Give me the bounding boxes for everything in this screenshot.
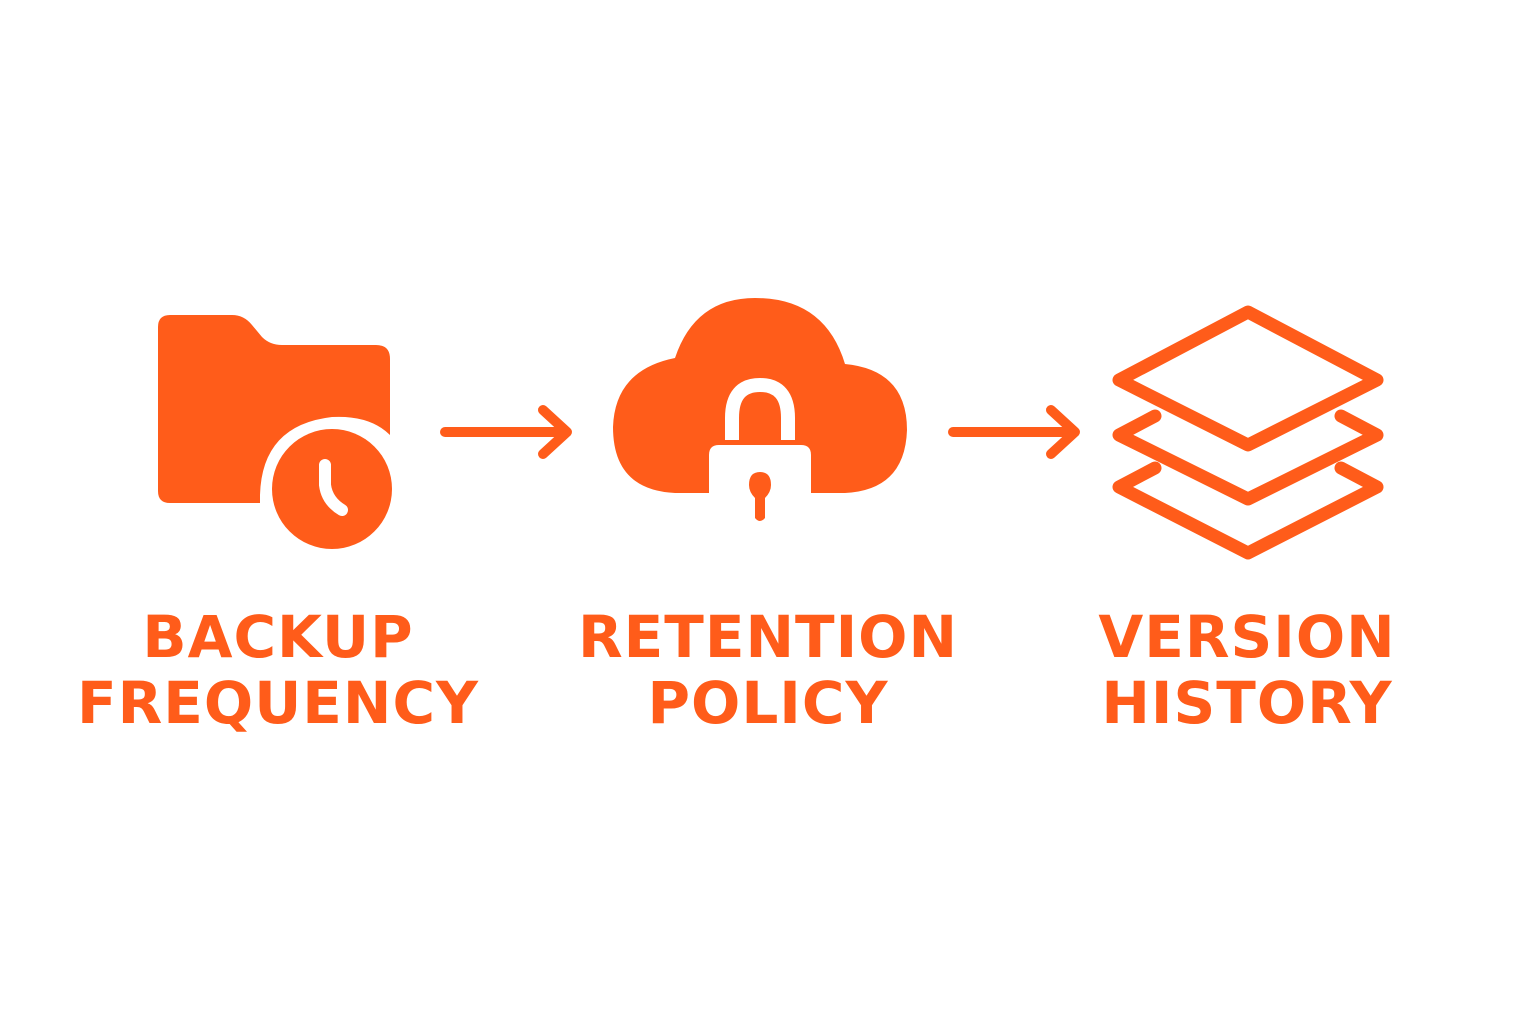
step-label-line1: VERSION	[1098, 603, 1396, 671]
folder-clock-icon	[158, 315, 392, 549]
step-label-retention-policy: RETENTION POLICY	[528, 604, 1008, 736]
arrow-right-icon	[440, 405, 572, 459]
step-label-backup-frequency: BACKUP FREQUENCY	[38, 604, 518, 736]
step-label-version-history: VERSION HISTORY	[1007, 604, 1487, 736]
arrow-right-icon	[948, 405, 1080, 459]
step-label-line2: FREQUENCY	[76, 669, 480, 737]
step-label-line2: POLICY	[647, 669, 889, 737]
cloud-lock-icon	[613, 298, 907, 525]
step-label-line1: BACKUP	[142, 603, 414, 671]
step-label-line1: RETENTION	[578, 603, 958, 671]
step-label-line2: HISTORY	[1101, 669, 1393, 737]
layers-icon	[1112, 305, 1384, 560]
